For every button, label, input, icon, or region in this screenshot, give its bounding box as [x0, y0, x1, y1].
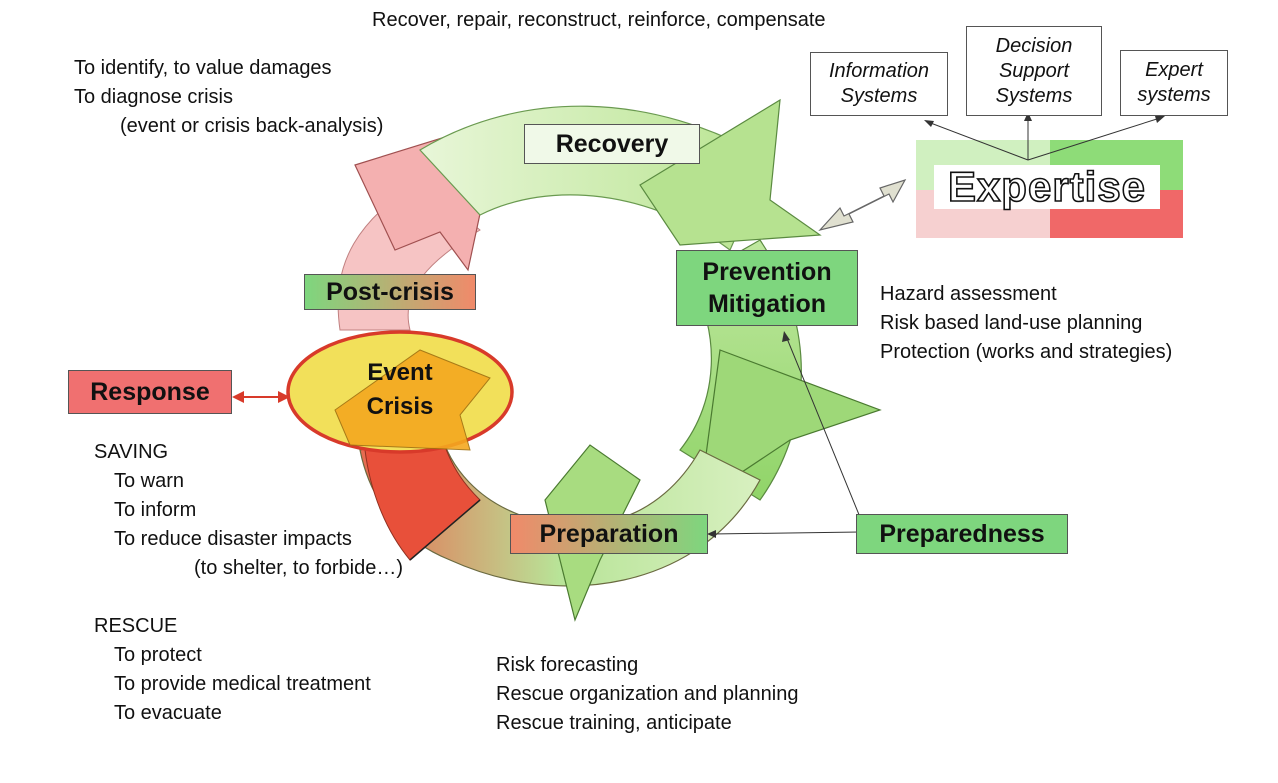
source-line: Expert: [1145, 59, 1203, 81]
source-line: Support: [998, 59, 1070, 82]
event-crisis-label: Event Crisis: [340, 356, 460, 424]
prevention-line: Prevention: [702, 258, 832, 286]
expertise-link-arrow: [818, 178, 907, 232]
rescue-item: To protect: [114, 644, 202, 666]
expert-systems-box: Expert systems: [1120, 50, 1228, 116]
prevention-notes: Hazard assessment Risk based land-use pl…: [880, 280, 1172, 367]
prevention-mitigation-label: Prevention Mitigation: [676, 250, 858, 326]
prevention-note: Hazard assessment: [880, 283, 1057, 305]
decision-support-systems-box: Decision Support Systems: [966, 26, 1102, 116]
source-line: systems: [1137, 84, 1211, 106]
saving-item: To warn: [114, 470, 185, 492]
mitigation-line: Mitigation: [707, 290, 827, 318]
ring-arrowhead-top-right: [639, 98, 822, 246]
rescue-notes: RESCUE To protect To provide medical tre…: [94, 612, 371, 728]
preparation-label: Preparation: [510, 514, 708, 554]
top-left-line: To identify, to value damages: [74, 57, 332, 79]
saving-notes: SAVING To warn To inform To reduce disas…: [94, 438, 403, 583]
recovery-label: Recovery: [524, 124, 700, 164]
response-arrowhead-right: [278, 391, 290, 403]
top-left-notes: To identify, to value damages To diagnos…: [74, 54, 383, 141]
preparation-notes: Risk forecasting Rescue organization and…: [496, 651, 798, 738]
rescue-item: To evacuate: [114, 702, 222, 724]
rescue-item: To provide medical treatment: [114, 673, 371, 695]
preparation-note: Rescue training, anticipate: [496, 712, 732, 734]
prevention-note: Protection (works and strategies): [880, 341, 1173, 363]
prevention-note: Risk based land-use planning: [880, 312, 1143, 334]
information-systems-box: Information Systems: [810, 52, 948, 116]
source-line: Decision: [995, 34, 1073, 57]
response-label: Response: [68, 370, 232, 414]
top-left-line: To diagnose crisis: [74, 86, 233, 108]
top-caption: Recover, repair, reconstruct, reinforce,…: [372, 9, 826, 31]
saving-item: To inform: [114, 499, 197, 521]
saving-item: To reduce disaster impacts: [114, 528, 352, 550]
saving-item: (to shelter, to forbide…): [194, 557, 403, 579]
top-left-line: (event or crisis back-analysis): [120, 115, 384, 137]
source-line: Systems: [995, 84, 1073, 107]
ring-arrowhead-right: [699, 349, 882, 502]
rescue-heading: RESCUE: [94, 615, 178, 637]
event-inner-arrow: [334, 349, 491, 451]
crisis-line: Crisis: [366, 393, 434, 420]
event-line: Event: [367, 359, 433, 386]
expertise-title: Expertise: [934, 162, 1160, 211]
saving-heading: SAVING: [94, 441, 169, 463]
response-arrowhead-left: [232, 391, 244, 403]
preparation-note: Rescue organization and planning: [496, 683, 799, 705]
source-line: Systems: [840, 85, 918, 107]
post-crisis-label: Post-crisis: [304, 274, 476, 310]
preparedness-label: Preparedness: [856, 514, 1068, 554]
source-line: Information: [828, 60, 930, 82]
preparation-note: Risk forecasting: [496, 654, 639, 676]
